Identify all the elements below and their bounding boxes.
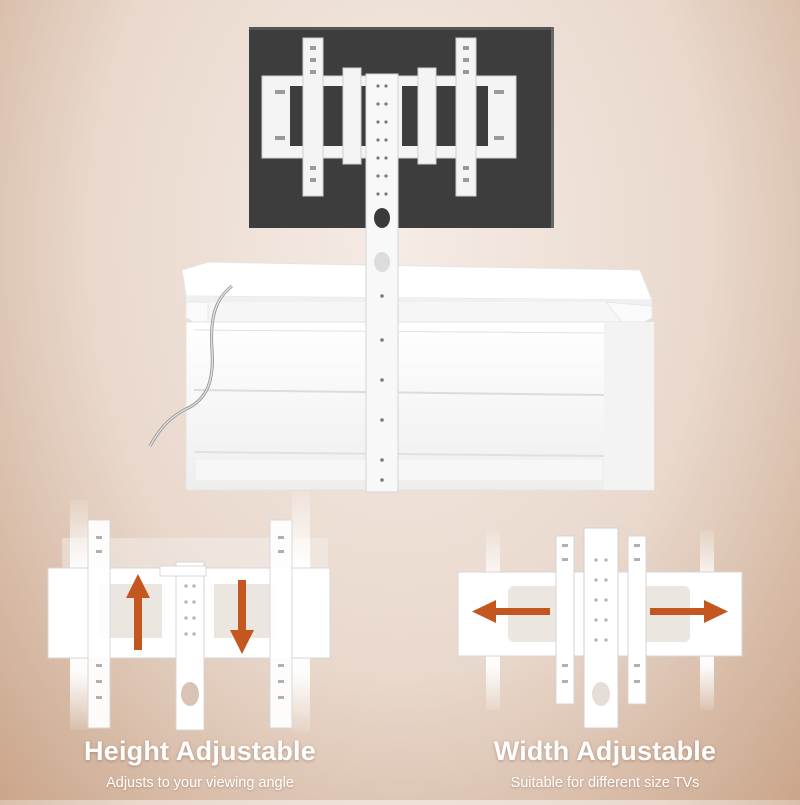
arrow-left — [472, 600, 550, 623]
bracket-holes — [275, 46, 504, 182]
arrow-down — [230, 580, 254, 654]
width-detail-holes — [562, 544, 640, 683]
tv-console-cabinet — [148, 261, 655, 491]
arrow-right — [650, 600, 728, 623]
feature-height-subtitle: Adjusts to your viewing angle — [106, 775, 294, 791]
feature-width-subtitle: Suitable for different size TVs — [510, 775, 700, 791]
feature-width: Width Adjustable Suitable for different … — [440, 736, 770, 791]
height-adjust-detail — [47, 492, 331, 732]
pillar-holes — [376, 84, 388, 482]
mount-pillar — [365, 73, 399, 493]
width-adjust-detail — [457, 527, 743, 729]
feature-height-title: Height Adjustable — [84, 736, 316, 766]
arrow-up — [126, 574, 150, 650]
height-detail-holes — [96, 536, 284, 699]
feature-width-title: Width Adjustable — [493, 736, 717, 766]
feature-height: Height Adjustable Adjusts to your viewin… — [40, 736, 360, 791]
